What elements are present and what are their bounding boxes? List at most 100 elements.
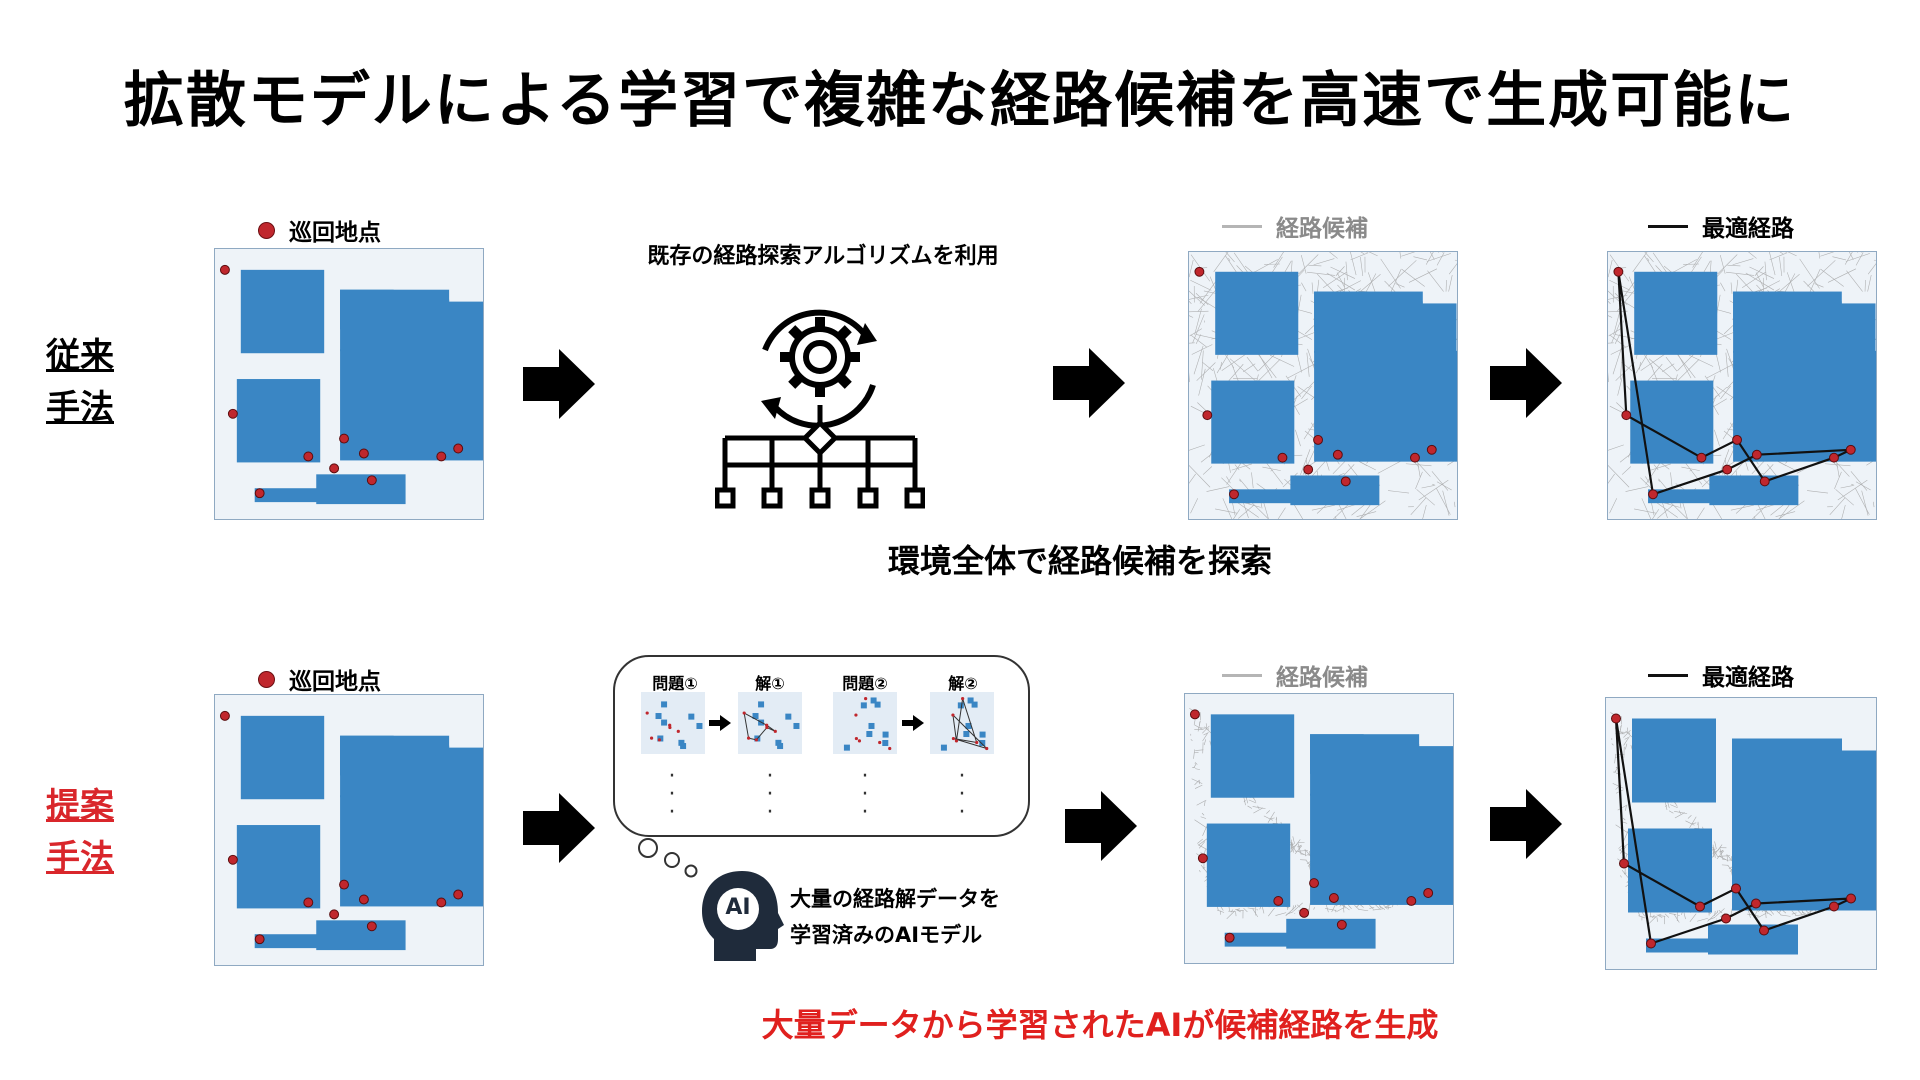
patrol-point <box>303 897 314 908</box>
candidate-route-segment <box>1190 280 1212 291</box>
candidate-route-segment <box>1253 807 1264 814</box>
candidate-route-segment <box>1681 500 1688 519</box>
candidate-route-segment <box>1301 385 1312 400</box>
arrow-right-icon <box>523 349 595 419</box>
candidate-route-segment <box>1294 845 1303 854</box>
obstacle-block <box>236 379 321 463</box>
patrol-point <box>1613 266 1624 277</box>
thumbnail-obstacle <box>874 701 881 708</box>
candidate-route-segment <box>1648 358 1675 382</box>
candidate-route-segment <box>1807 260 1836 287</box>
thought-trail-icon <box>638 838 698 878</box>
candidate-route-segment <box>1267 907 1275 917</box>
candidate-route-segment <box>1313 907 1315 910</box>
patrol-point-legend-icon <box>258 221 275 239</box>
corridor-gap <box>1841 291 1876 304</box>
candidate-route-segment <box>1708 917 1716 921</box>
candidate-route-segment <box>1653 464 1659 471</box>
candidate-route-segment <box>1277 507 1286 519</box>
candidate-route-segment <box>1248 799 1257 804</box>
candidate-route-segment <box>1840 485 1854 489</box>
candidate-route-segment <box>1201 812 1205 816</box>
candidate-route-segment <box>1726 854 1728 862</box>
candidate-route-segment <box>1761 910 1764 913</box>
candidate-route-segment <box>1665 356 1678 372</box>
candidate-route-segment <box>1713 847 1716 858</box>
candidate-route-segment <box>1234 464 1240 471</box>
thumbnail-obstacle <box>752 713 759 720</box>
optimal-line-legend-icon <box>1648 673 1688 677</box>
candidate-route-segment <box>1336 907 1344 912</box>
obstacle-block <box>1646 938 1712 953</box>
candidate-route-segment <box>1614 334 1621 345</box>
candidate-route-segment <box>1193 719 1196 725</box>
candidate-route-segment <box>1322 271 1347 288</box>
candidate-route-segment <box>1730 282 1733 294</box>
candidate-route-segment <box>1202 725 1210 734</box>
candidate-route-segment <box>1297 850 1307 857</box>
candidate-route-segment <box>1677 914 1680 916</box>
candidate-route-segment <box>1286 911 1294 915</box>
thumbnail-point <box>864 697 868 701</box>
candidate-route-segment <box>1845 253 1870 262</box>
candidate-route-segment <box>1301 282 1307 292</box>
candidate-route-segment <box>1661 502 1668 519</box>
patrol-point <box>1189 709 1200 720</box>
candidate-route-segment <box>1326 272 1356 291</box>
candidate-route-segment <box>1195 293 1209 306</box>
corridor-gap <box>449 735 483 748</box>
thumbnail-obstacle <box>678 739 685 746</box>
map-conventional-candidates <box>1188 251 1458 520</box>
candidate-route-segment <box>1313 258 1335 266</box>
candidate-route-segment <box>1256 909 1259 911</box>
candidate-route-segment <box>1725 352 1729 377</box>
candidate-route-segment <box>1820 252 1835 257</box>
thumbnail-point <box>951 713 955 717</box>
candidate-route-segment <box>1237 909 1244 912</box>
candidate-route-segment <box>1432 483 1436 486</box>
candidate-route-segment <box>1228 257 1231 262</box>
patrol-point <box>453 889 464 900</box>
thumbnail-obstacle <box>870 697 877 704</box>
candidate-route-segment <box>1205 723 1208 729</box>
patrol-point <box>227 408 238 419</box>
candidate-route-segment <box>1372 908 1383 911</box>
candidate-route-segment <box>1333 502 1350 519</box>
candidate-route-segment <box>1447 275 1453 294</box>
candidate-route-segment <box>1780 914 1791 917</box>
candidate-route-segment <box>1207 728 1209 730</box>
candidate-route-segment <box>1295 308 1313 314</box>
candidate-route-segment <box>1814 283 1824 288</box>
candidate-route-segment <box>1608 315 1613 318</box>
candidate-route-segment <box>1197 838 1204 844</box>
candidate-route-segment <box>1298 254 1319 275</box>
candidate-route-segment <box>1741 271 1766 288</box>
candidate-route-segment <box>1818 252 1821 259</box>
candidate-route-segment <box>1614 753 1616 764</box>
candidate-route-segment <box>1657 505 1673 519</box>
candidate-route-segment <box>1287 362 1318 379</box>
ai-badge-text: AI <box>725 895 751 920</box>
arrow-right-icon <box>1490 348 1562 418</box>
proposed-method-label: 提案 手法 <box>46 786 114 878</box>
patrol-point <box>1229 489 1239 500</box>
candidate-route-segment <box>1640 351 1668 371</box>
candidate-route-segment <box>1194 784 1203 789</box>
candidate-route-segment <box>1306 352 1310 377</box>
candidate-route-segment <box>1204 849 1206 854</box>
candidate-route-segment <box>1670 259 1697 274</box>
candidate-route-segment <box>1748 252 1757 259</box>
candidate-route-segment <box>1307 348 1316 370</box>
candidate-route-segment <box>1388 260 1417 287</box>
patrol-point <box>1846 893 1856 904</box>
candidate-route-segment <box>1623 829 1630 842</box>
candidate-route-segment <box>1195 768 1201 770</box>
candidate-route-segment <box>1369 905 1374 910</box>
candidate-route-segment <box>1448 263 1457 275</box>
candidate-route-segment <box>1614 293 1628 306</box>
ellipsis-vertical-icon: ··· <box>861 764 869 825</box>
candidate-route-segment <box>1647 916 1657 925</box>
candidate-route-segment <box>1202 361 1214 372</box>
candidate-route-segment <box>1621 466 1632 475</box>
thumbnail-obstacle <box>696 722 703 729</box>
